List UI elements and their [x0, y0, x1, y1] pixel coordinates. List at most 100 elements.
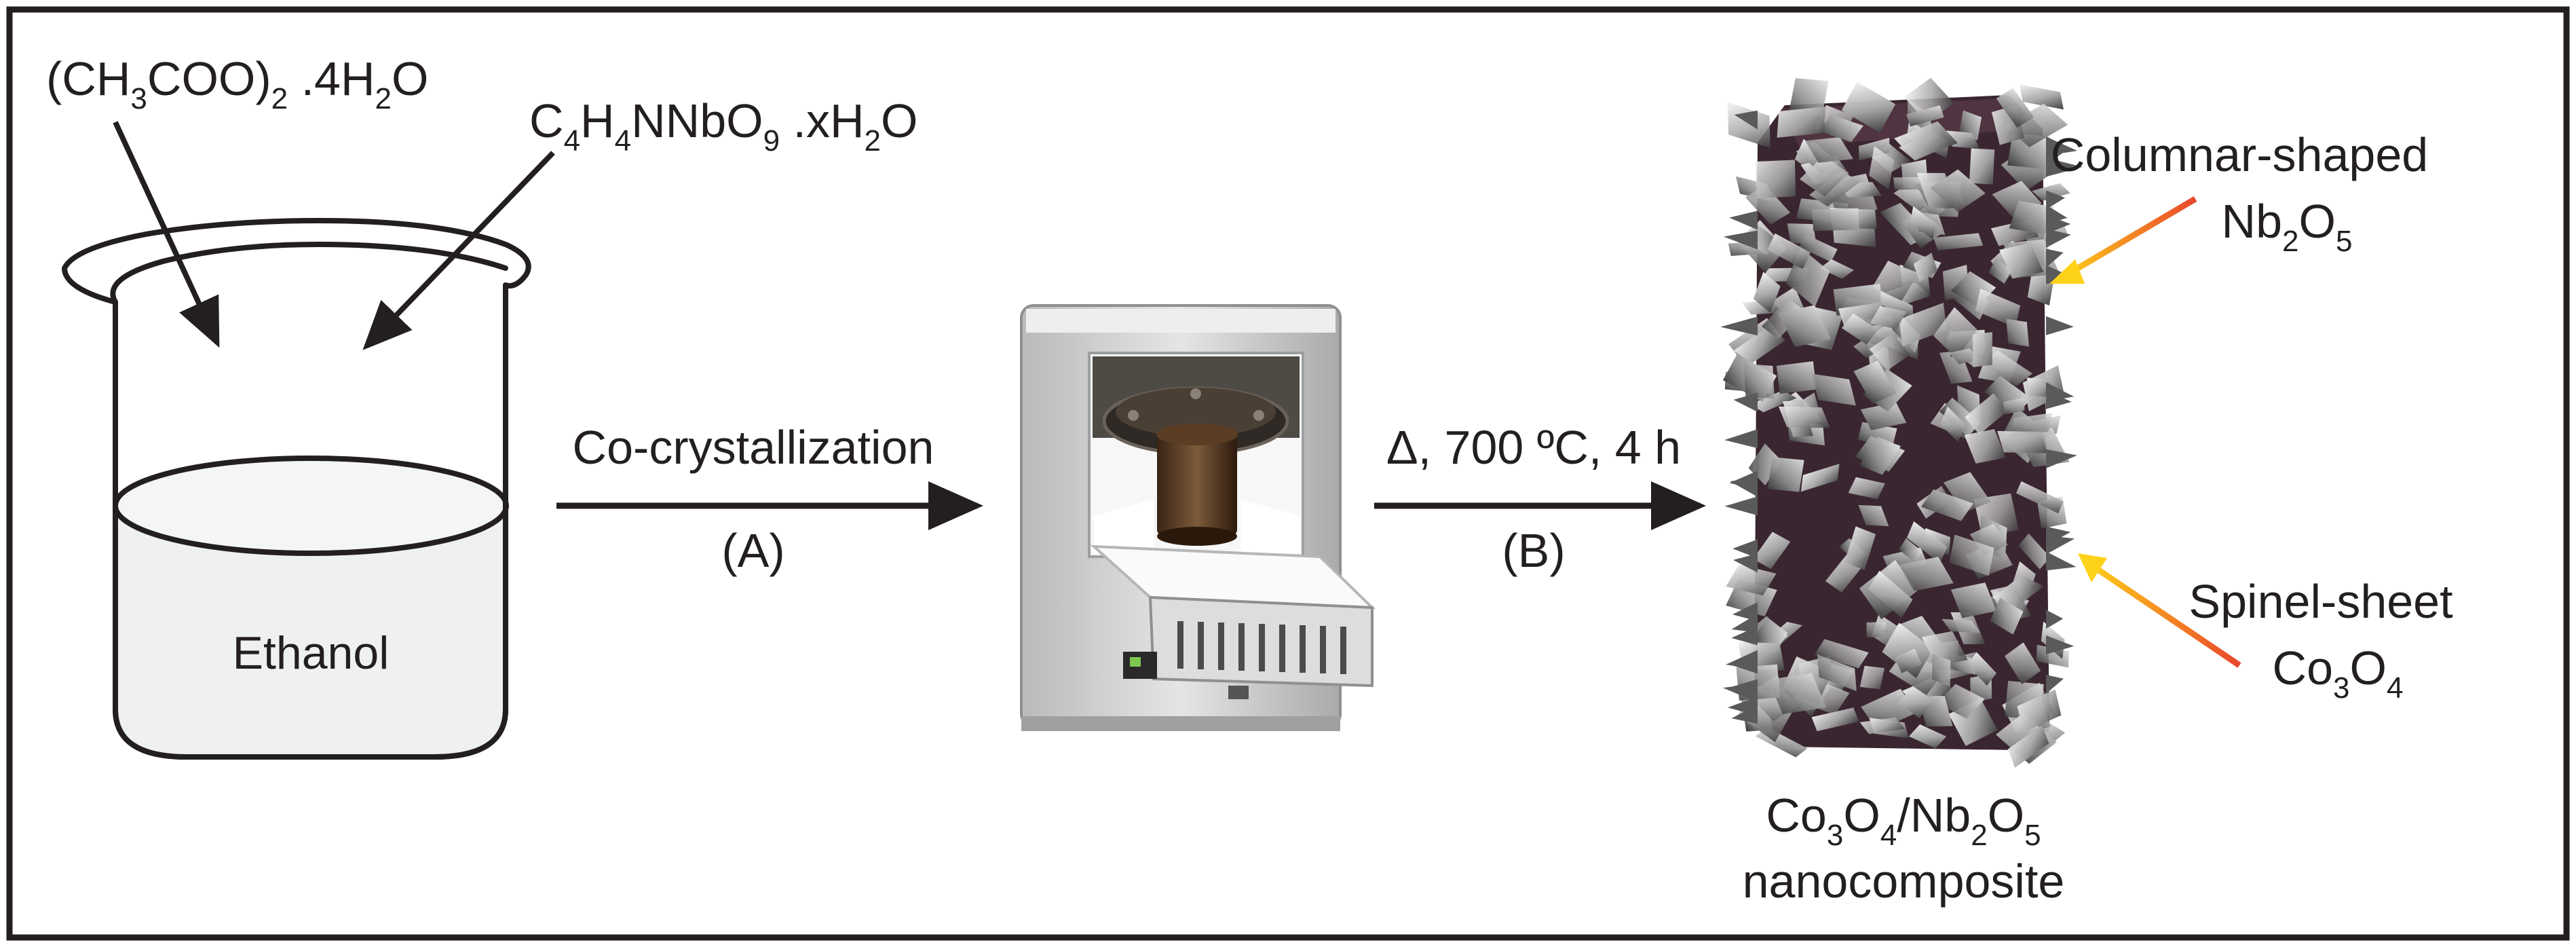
flake	[1939, 397, 1982, 437]
flake	[2009, 200, 2054, 235]
flake	[2015, 481, 2064, 514]
flake	[1906, 521, 1948, 563]
flake	[1933, 233, 1984, 250]
columnar-pointer-arrow	[2064, 196, 2197, 278]
flake-edge	[1732, 602, 1758, 622]
flake	[2007, 132, 2051, 170]
flake-edge	[1732, 553, 1758, 573]
beaker-rim-inner	[110, 242, 508, 305]
flake	[1811, 707, 1859, 732]
flake	[1778, 406, 1830, 428]
flake	[1898, 686, 1934, 718]
flake-edge	[2046, 551, 2077, 571]
flake-edge	[1734, 110, 1758, 130]
flake	[1750, 390, 1797, 413]
flake-edge	[2046, 228, 2071, 248]
flake	[1949, 348, 1980, 365]
flake	[1787, 223, 1817, 244]
flake	[1767, 233, 1811, 270]
flake	[2005, 642, 2041, 685]
liquid-surface	[113, 456, 509, 556]
step-b-text: Δ, 700 ºC, 4 h	[1386, 421, 1681, 474]
flake	[1743, 363, 1775, 399]
flake	[1819, 259, 1855, 279]
flake	[1869, 333, 1910, 371]
flake	[2010, 413, 2053, 437]
flake-edge	[1731, 614, 1758, 633]
flake	[1937, 684, 1985, 719]
spinel-label-line2: Co3O4	[2273, 642, 2404, 705]
flake	[1817, 654, 1857, 692]
flake-edge	[1729, 470, 1758, 490]
flake	[1973, 332, 1992, 367]
flake	[2032, 183, 2070, 201]
flake	[1894, 648, 1922, 673]
spinel-pointer-head	[2078, 553, 2107, 582]
flake	[2003, 397, 2025, 415]
flake	[1726, 564, 1777, 596]
flake	[1964, 428, 2006, 464]
flake-edge	[1731, 705, 1758, 724]
flake	[1778, 305, 1832, 348]
flake	[1933, 307, 1978, 359]
columnar-label-line1: Columnar-shaped	[2051, 128, 2428, 181]
flake	[1967, 652, 1996, 686]
flake	[1899, 303, 1947, 347]
flake	[1733, 327, 1786, 364]
flake	[1997, 430, 2048, 453]
flake	[1799, 155, 1849, 197]
flake	[1859, 665, 1885, 690]
flake	[1768, 673, 1827, 715]
flake-edge	[2046, 382, 2075, 402]
flake-edge	[2046, 316, 2074, 335]
beaker-rim	[62, 218, 531, 305]
flake	[1913, 253, 1938, 282]
flake-edge	[1731, 626, 1758, 646]
flake	[2019, 84, 2064, 110]
nanocomposite-illustration	[1720, 77, 2083, 768]
flake-edge	[1720, 316, 1758, 336]
flake	[1859, 437, 1901, 475]
flake	[2006, 318, 2029, 347]
flake-edge	[1724, 496, 1758, 516]
flake	[1756, 160, 1796, 198]
niobium-oxalate-label: C4H4NNbO9 .xH2O	[529, 94, 917, 157]
flake	[1975, 289, 2021, 328]
flake	[1808, 170, 1860, 207]
flake-edge	[2046, 146, 2064, 166]
flake	[1853, 320, 1906, 358]
flake	[1858, 504, 1889, 527]
flake-edge	[1723, 230, 1758, 250]
niobium-oxalate-arrow	[362, 151, 555, 350]
flake-edge	[2046, 535, 2075, 555]
flake-edge	[1725, 650, 1758, 669]
flake	[1950, 582, 1996, 618]
flake	[1949, 534, 1994, 576]
flake	[1893, 177, 1921, 190]
flake	[2007, 724, 2049, 768]
flake-edge	[1729, 210, 1758, 230]
flake	[1942, 618, 1981, 633]
flake-edge	[2046, 190, 2066, 210]
flake	[1932, 654, 1951, 687]
flake	[1814, 639, 1869, 669]
step-b-label: (B)	[1502, 524, 1565, 577]
flake	[1753, 272, 1781, 314]
flake-edge	[1733, 392, 1758, 412]
flake	[1811, 373, 1856, 406]
flake-edge	[2046, 635, 2075, 654]
flake	[1804, 136, 1853, 163]
flake	[1853, 360, 1897, 404]
flake-edge	[1724, 679, 1758, 699]
beaker-body	[113, 282, 508, 760]
flake	[1906, 105, 1944, 127]
flake	[1868, 570, 1913, 618]
flake-edge	[2046, 157, 2083, 177]
flake	[2018, 533, 2051, 570]
flake-edge	[2046, 674, 2064, 694]
flake	[1965, 393, 2009, 435]
product-label-line1: Co3O4/Nb2O5	[1766, 789, 2041, 852]
flake	[1893, 183, 1946, 221]
cobalt-acetate-arrow	[113, 121, 220, 348]
